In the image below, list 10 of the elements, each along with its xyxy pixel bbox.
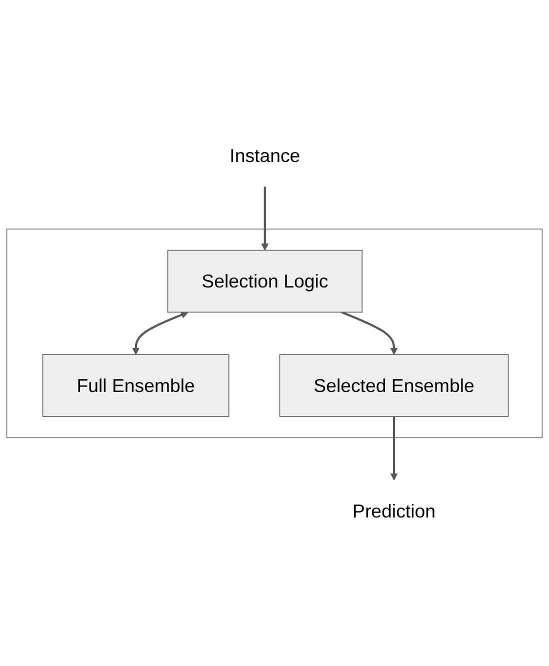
arrow bbox=[261, 186, 269, 250]
node-text: Instance bbox=[230, 144, 300, 166]
node-box: Full Ensemble bbox=[42, 354, 230, 417]
node-text: Prediction bbox=[352, 500, 436, 522]
node-box: Selected Ensemble bbox=[279, 354, 509, 417]
cluster bbox=[6, 228, 543, 438]
arrow bbox=[341, 310, 398, 355]
arrow bbox=[132, 310, 188, 355]
arrow bbox=[390, 416, 398, 480]
node-box: Selection Logic bbox=[167, 249, 363, 312]
